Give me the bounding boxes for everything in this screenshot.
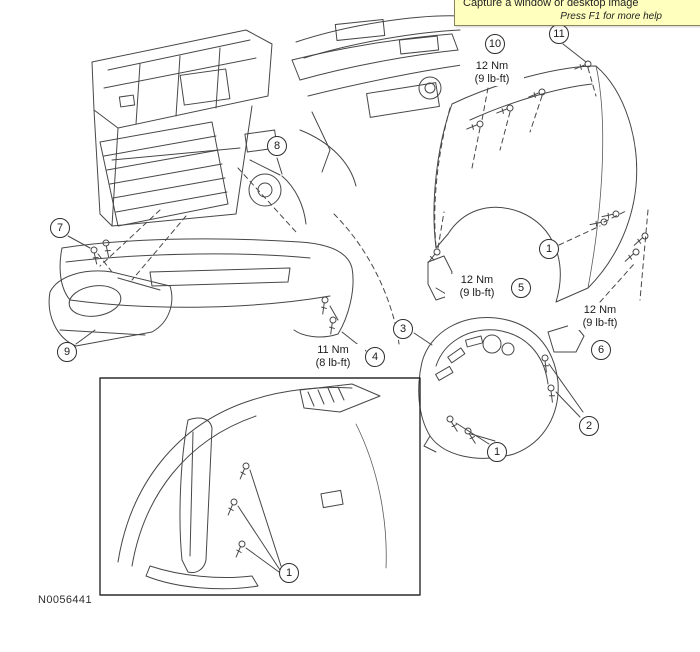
callout-9: 9	[57, 342, 77, 362]
torque-value: 12 Nm	[460, 274, 494, 286]
torque-label-right: 12 Nm (9 lb-ft)	[568, 304, 632, 330]
callout-5: 5	[511, 278, 531, 298]
leader-lines	[67, 43, 587, 445]
callout-8: 8	[267, 136, 287, 156]
capture-tooltip-hint: Press F1 for more help	[560, 11, 662, 22]
headlamp	[48, 270, 173, 347]
callout-1-fender: 1	[539, 239, 559, 259]
bumper-fascia	[59, 238, 354, 338]
callout-10: 10	[485, 34, 505, 54]
torque-label-mid: 12 Nm (9 lb-ft)	[445, 274, 509, 300]
callout-7: 7	[50, 218, 70, 238]
torque-unit: (9 lb-ft)	[459, 287, 495, 299]
inset-detail	[99, 377, 421, 596]
fender-panel	[433, 65, 638, 303]
callout-2: 2	[579, 416, 599, 436]
torque-value: 11 Nm	[317, 344, 349, 356]
torque-label-left: 11 Nm (8 lb-ft)	[301, 344, 365, 370]
callout-4: 4	[365, 347, 385, 367]
capture-tooltip: Capture a window or desktop image Press …	[454, 0, 700, 26]
dashed-lines	[97, 67, 649, 345]
radiator-support	[91, 29, 273, 227]
part-number: N0056441	[38, 594, 92, 606]
torque-unit: (9 lb-ft)	[474, 73, 510, 85]
torque-unit: (8 lb-ft)	[315, 357, 351, 369]
torque-unit: (9 lb-ft)	[582, 317, 618, 329]
callout-1-liner: 1	[487, 442, 507, 462]
callout-6: 6	[591, 340, 611, 360]
capture-tooltip-title: Capture a window or desktop image	[463, 0, 639, 9]
callout-11: 11	[549, 24, 569, 44]
callout-3: 3	[393, 319, 413, 339]
vehicle-body-outline	[291, 15, 463, 187]
torque-value: 12 Nm	[475, 60, 509, 72]
callout-1-inset: 1	[279, 563, 299, 583]
torque-value: 12 Nm	[583, 304, 617, 316]
wheel-arch-liner	[418, 316, 559, 459]
grille	[99, 121, 229, 227]
torque-label-top: 12 Nm (9 lb-ft)	[460, 60, 524, 86]
